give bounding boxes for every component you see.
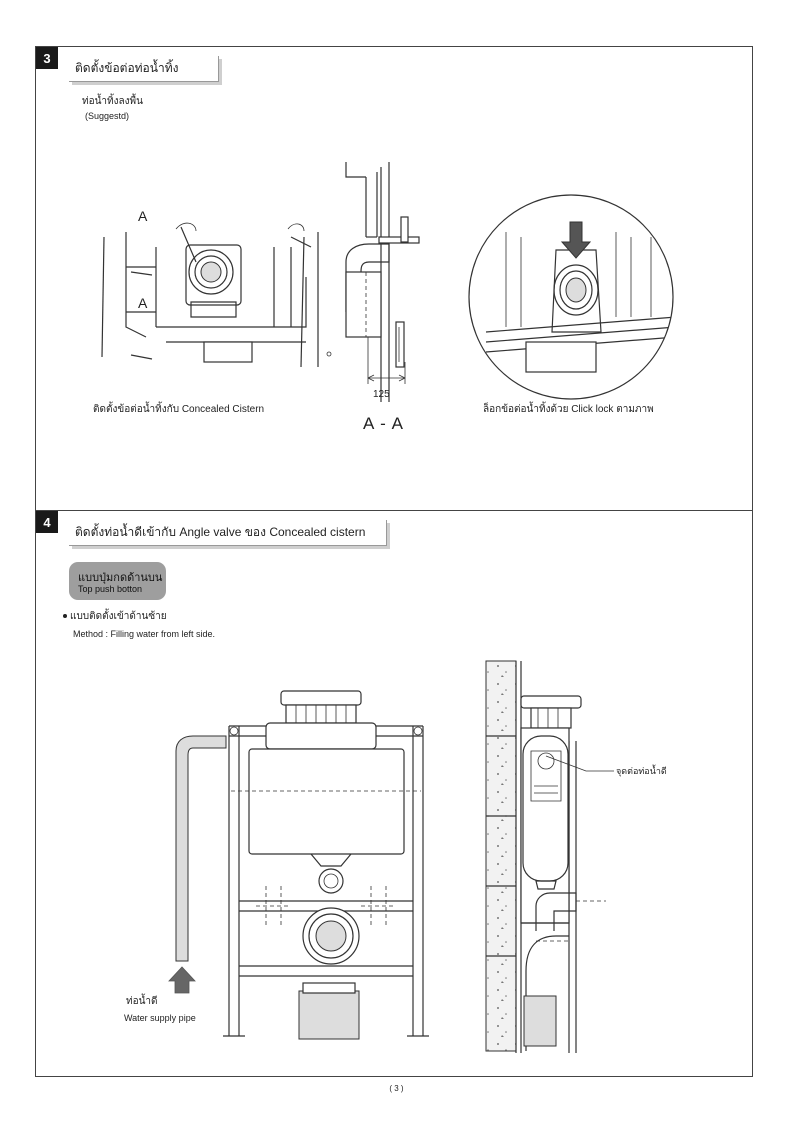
dimension-label: 125 xyxy=(373,389,390,400)
water-pipe-english: Water supply pipe xyxy=(124,1013,196,1023)
section-title: ติดตั้งข้อต่อท่อน้ำทิ้ง xyxy=(69,56,219,82)
method-thai: แบบติดตั้งเข้าด้านซ้าย xyxy=(63,611,167,623)
method-thai-text: แบบติดตั้งเข้าด้านซ้าย xyxy=(70,611,167,622)
subtitle-thai: ท่อน้ำทิ้งลงพื้น xyxy=(82,96,143,107)
section-4: 4 ติดตั้งท่อน้ำดีเข้ากับ Angle valve ของ… xyxy=(35,510,753,1077)
pill-label-english: Top push botton xyxy=(78,584,143,594)
section-3: 3 ติดตั้งข้อต่อท่อน้ำทิ้ง ท่อน้ำทิ้งลงพื… xyxy=(35,46,753,511)
pill-label-thai: แบบปุ่มกดด้านบน xyxy=(78,572,163,584)
caption-left: ติดตั้งข้อต่อน้ำทิ้งกับ Concealed Cister… xyxy=(93,404,265,415)
water-pipe-thai: ท่อน้ำดี xyxy=(126,996,158,1007)
section-aa-illustration xyxy=(345,162,420,402)
leader-line xyxy=(545,755,614,772)
section-aa-label: A - A xyxy=(363,414,404,433)
section-marker-a-bottom: A xyxy=(138,295,149,311)
method-english: Method : Filling water from left side. xyxy=(73,629,216,639)
cistern-front-view-illustration xyxy=(168,690,429,1040)
cistern-side-view-illustration xyxy=(485,660,606,1053)
section-number-badge: 4 xyxy=(36,511,58,533)
page-number: ( 3 ) xyxy=(389,1084,404,1093)
section-number-badge: 3 xyxy=(36,47,58,69)
type-pill: แบบปุ่มกดด้านบน Top push botton xyxy=(69,562,166,600)
click-lock-detail-illustration xyxy=(468,194,674,400)
caption-right: ล็อกข้อต่อน้ำทิ้งด้วย Click lock ตามภาพ xyxy=(483,404,654,415)
subtitle-english: (Suggestd) xyxy=(85,111,130,121)
bullet-icon xyxy=(63,614,67,619)
connection-point-label: จุดต่อท่อน้ำดี xyxy=(616,766,667,776)
section-title: ติดตั้งท่อน้ำดีเข้ากับ Angle valve ของ C… xyxy=(69,520,387,546)
drain-connector-illustration xyxy=(101,222,332,368)
section-marker-a-top: A xyxy=(138,208,149,224)
